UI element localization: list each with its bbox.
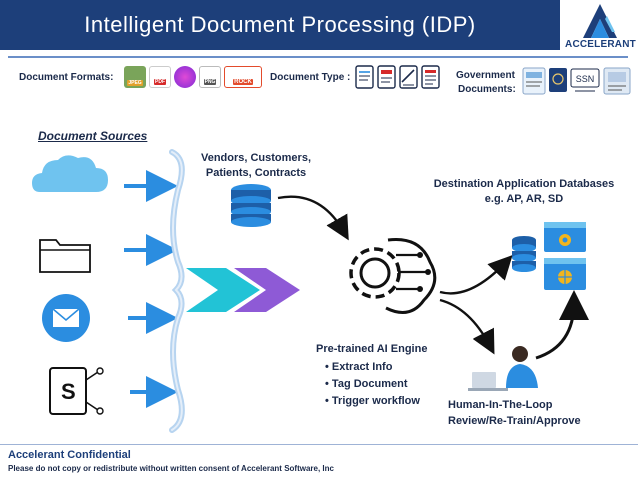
arrow-engine-to-destination: [439, 255, 513, 295]
jpeg-file-icon: JPEG: [124, 66, 146, 88]
engine-title: Pre-trained AI Engine: [316, 343, 428, 355]
document-sources-title: Document Sources: [38, 129, 148, 143]
government-docs-icons: SSN: [522, 67, 631, 95]
image-file-icon: [174, 66, 196, 88]
png-file-icon: PNG: [199, 66, 221, 88]
rock-file-icon: ROCK: [224, 66, 262, 88]
ssn-card-icon: SSN: [570, 68, 600, 92]
human-in-the-loop-label: Human-In-The-Loop Review/Re-Train/Approv…: [448, 399, 581, 427]
destination-label: Destination Application Databases e.g. A…: [433, 178, 615, 205]
form-doc-icon: [421, 65, 440, 89]
certificate-icon: [603, 67, 631, 95]
engine-bullet: • Tag Document: [325, 378, 408, 390]
header-bar: Intelligent Document Processing (IDP): [0, 0, 560, 50]
arrow-db-to-engine: [277, 195, 349, 241]
id-card-icon: [522, 67, 546, 95]
pdf-file-icon: PDF: [149, 66, 171, 88]
page-title: Intelligent Document Processing (IDP): [84, 12, 476, 37]
folder-icon: [39, 239, 91, 273]
app-window-globe-icon: [544, 258, 586, 290]
database-icon: [231, 184, 271, 227]
human-reviewer-icon: [468, 346, 538, 391]
passport-icon: [549, 68, 567, 92]
footer-disclaimer: Please do not copy or redistribute witho…: [8, 464, 334, 473]
footer-divider: [0, 444, 638, 445]
accelerant-logo: ACCELERANT: [563, 2, 638, 52]
arrow-human-to-destination: [535, 290, 589, 360]
document-formats-label: Document Formats:: [19, 72, 114, 83]
engine-bullet: • Extract Info: [325, 361, 393, 373]
document-type-icons: [355, 65, 440, 89]
sharepoint-icon: S: [49, 367, 104, 415]
flow-chevrons: [186, 268, 300, 312]
vendors-label: Vendors, Customers, Patients, Contracts: [200, 152, 312, 179]
document-formats-icons: JPEG PDF PNG ROCK: [124, 66, 262, 88]
government-docs-label-line2: Documents:: [458, 84, 516, 95]
email-icon: [42, 294, 90, 342]
svg-text:SSN: SSN: [576, 74, 595, 84]
arrow-engine-to-human: [439, 298, 495, 355]
cloud-storage-icon: [32, 155, 108, 192]
destination-database-icon: [512, 236, 536, 272]
document-type-label: Document Type :: [270, 72, 351, 83]
receipt-doc-icon: [377, 65, 396, 89]
header-divider: [8, 56, 628, 58]
invoice-doc-icon: [355, 65, 374, 89]
ai-engine-brain-icon: [349, 237, 437, 314]
footer-confidential: Accelerant Confidential: [8, 449, 131, 461]
svg-text:S: S: [61, 379, 76, 404]
app-window-settings-icon: [544, 222, 586, 252]
engine-bullet: • Trigger workflow: [325, 395, 420, 407]
government-docs-label-line1: Government: [456, 70, 515, 81]
logo-text: ACCELERANT: [565, 39, 636, 50]
engine-bullets: • Extract Info • Tag Document • Trigger …: [325, 359, 420, 410]
signed-doc-icon: [399, 65, 418, 89]
